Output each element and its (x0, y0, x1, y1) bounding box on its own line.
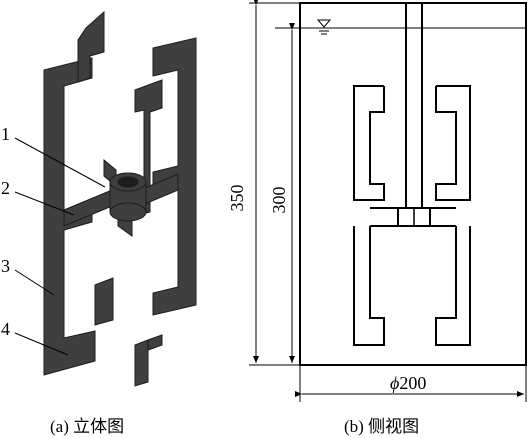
dim-350 (249, 0, 300, 366)
impeller-3d-view (43, 10, 197, 387)
shaft (405, 2, 423, 209)
lower-left-blade (353, 226, 385, 346)
part-label-3: 3 (1, 256, 10, 276)
part-label-2: 2 (1, 178, 10, 198)
upper-right-blade (435, 85, 471, 201)
leader-1 (14, 137, 106, 188)
part-label-1: 1 (1, 124, 10, 144)
part-labels: 1 2 3 4 (1, 124, 10, 339)
dim-300-label: 300 (269, 187, 289, 214)
impeller-bottom-rib (147, 334, 163, 351)
tank-outline (299, 2, 527, 366)
part-label-4: 4 (1, 319, 10, 339)
impeller-inner-blade-lower (94, 277, 114, 326)
dim-diameter (295, 365, 527, 402)
lower-right-blade (435, 226, 471, 346)
caption-3d-view: (a) 立体图 (50, 417, 124, 436)
impeller-hub-bottom (109, 202, 147, 222)
caption-side-view: (b) 侧视图 (344, 417, 419, 436)
liquid-level-symbol (316, 19, 332, 35)
part-leaders (14, 137, 106, 356)
leader-3 (14, 269, 55, 296)
leader-4 (14, 332, 69, 356)
impeller-top-tab (77, 10, 105, 83)
side-view (275, 2, 527, 366)
impeller-hub-bore (117, 176, 139, 188)
upper-left-blade (353, 85, 385, 201)
impeller-bottom-tab (134, 339, 149, 387)
dim-350-label: 350 (227, 185, 247, 212)
dim-diameter-label: ϕ200 (390, 373, 426, 393)
leader-2 (14, 191, 75, 216)
